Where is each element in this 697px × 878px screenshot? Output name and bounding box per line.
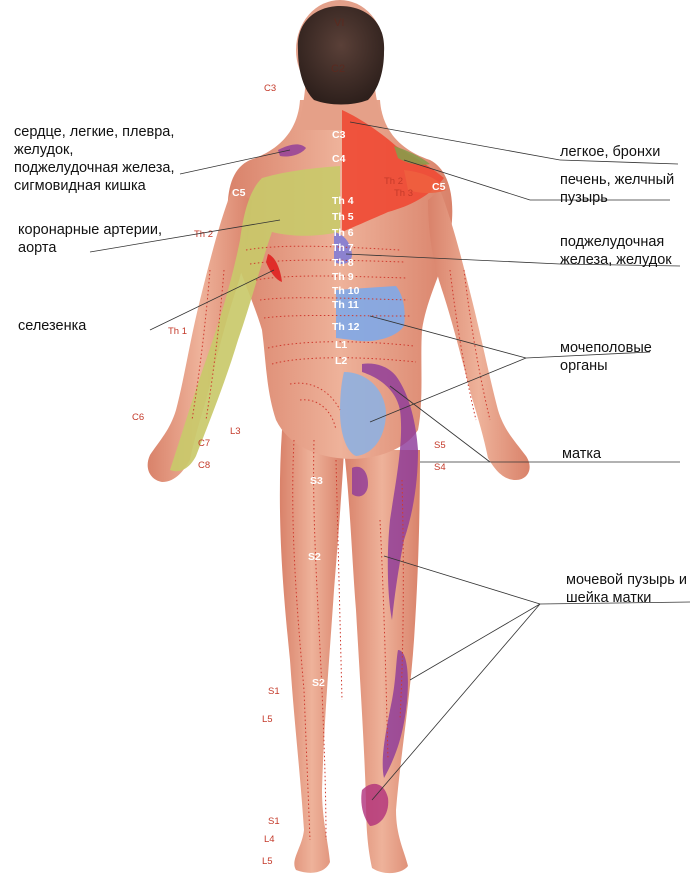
- dermatome-label: Th 3: [394, 188, 413, 199]
- caption-heart-line: сердце, легкие, плевра,: [14, 124, 174, 140]
- spine-label: C3: [332, 129, 346, 141]
- dermatome-label: S1: [268, 686, 280, 697]
- caption-heart-line: желудок,: [14, 142, 73, 158]
- caption-bladder-line: шейка матки: [566, 590, 651, 606]
- spine-label: Th 5: [332, 211, 354, 223]
- dermatome-label: Th 2: [384, 176, 403, 187]
- caption-lung-bronchi: легкое, бронхи: [560, 144, 660, 160]
- spine-label: Th 6: [332, 227, 354, 239]
- dermatome-label: S2: [312, 677, 325, 689]
- spine-label: Th 12: [332, 321, 360, 333]
- dermatome-label: L3: [230, 426, 241, 437]
- caption-heart-line: сигмовидная кишка: [14, 178, 147, 194]
- dermatome-label: Th 2: [194, 229, 213, 240]
- dermatome-label: C6: [132, 412, 144, 423]
- spine-label: L1: [335, 339, 347, 351]
- caption-liver-line: пузырь: [560, 190, 608, 206]
- dermatome-label: S2: [308, 551, 321, 563]
- spine-label: Th 7: [332, 242, 354, 254]
- dermatome-label: S3: [310, 475, 323, 487]
- caption-pancreas-line: поджелудочная: [560, 234, 664, 250]
- spine-label: Th 11: [332, 299, 359, 311]
- dermatome-label: L4: [264, 834, 275, 845]
- caption-heart-line: поджелудочная железа,: [14, 160, 175, 176]
- dermatome-label: C3: [264, 83, 276, 94]
- spine-label: Th 10: [332, 285, 360, 297]
- caption-pancreas-line: железа, желудок: [560, 252, 672, 268]
- dermatome-label: S4: [434, 462, 446, 473]
- caption-genitourinary-line: мочеполовые: [560, 340, 652, 356]
- dermatome-label: Th 1: [168, 326, 187, 337]
- left-leg: [280, 430, 344, 873]
- spine-label: C2: [331, 63, 345, 75]
- dermatome-label: S5: [434, 440, 446, 451]
- right-arm: [428, 190, 530, 480]
- caption-uterus: матка: [562, 446, 602, 462]
- caption-genitourinary-line: органы: [560, 358, 608, 374]
- caption-coronary-line: коронарные артерии,: [18, 222, 162, 238]
- dermatome-label: L5: [262, 856, 273, 867]
- spine-label: VI: [334, 17, 344, 29]
- dermatome-label: C5: [232, 187, 246, 199]
- dermatome-label: C5: [432, 181, 446, 193]
- spine-label: L2: [335, 355, 347, 367]
- dermatome-label: C8: [198, 460, 210, 471]
- caption-coronary-line: аорта: [18, 240, 57, 256]
- spine-label: Th 8: [332, 257, 354, 269]
- caption-liver-line: печень, желчный: [560, 172, 674, 188]
- caption-bladder-line: мочевой пузырь и: [566, 572, 687, 588]
- dermatome-label: S1: [268, 816, 280, 827]
- dermatome-label: C7: [198, 438, 210, 449]
- caption-spleen: селезенка: [18, 318, 87, 334]
- spine-label: C4: [332, 153, 346, 165]
- spine-label: Th 9: [332, 271, 354, 283]
- dermatome-label: L5: [262, 714, 273, 725]
- spine-label: Th 4: [332, 195, 354, 207]
